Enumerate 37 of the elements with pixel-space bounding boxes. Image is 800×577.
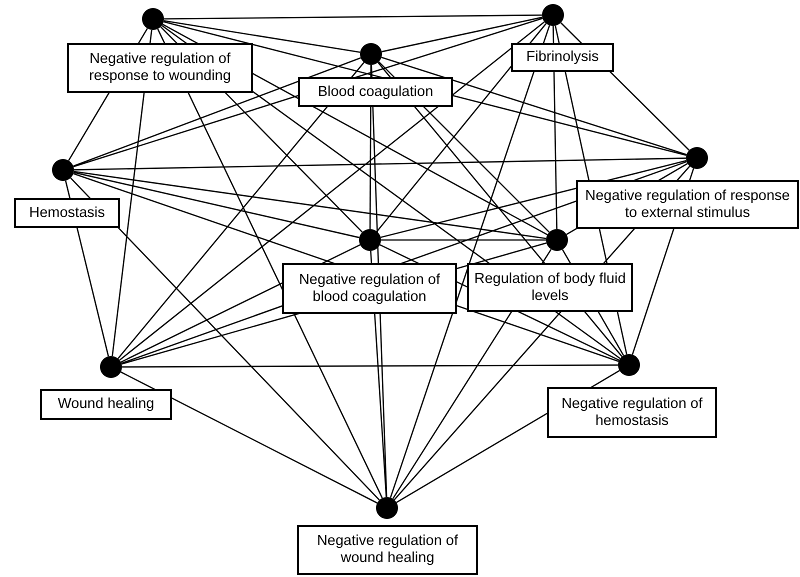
node-label: Negative regulation of hemostasis: [547, 387, 717, 438]
connector-line: [119, 21, 545, 361]
node-label: Blood coagulation: [298, 77, 453, 107]
node-dot: [546, 229, 568, 251]
connector-line: [120, 371, 378, 504]
connector-line: [380, 160, 686, 238]
connector-line: [70, 178, 380, 500]
connector-line: [122, 364, 618, 368]
node-label: Regulation of body fluid levels: [467, 263, 633, 312]
node-dot: [360, 43, 382, 65]
connector-line: [164, 14, 542, 20]
node-label: Negative regulation of response to wounding: [67, 43, 253, 93]
connector-line: [381, 56, 687, 156]
node-dot: [618, 354, 640, 376]
node-label: Hemostasis: [14, 198, 120, 228]
node-label: Negative regulation of wound healing: [297, 525, 478, 575]
connector-line: [381, 239, 546, 241]
node-label: Fibrinolysis: [511, 43, 614, 72]
node-label: Negative regulation of blood coagulation: [282, 263, 457, 314]
connector-line: [74, 172, 360, 238]
connector-line: [74, 170, 546, 240]
node-dot: [100, 356, 122, 378]
connector-line: [382, 16, 542, 52]
node-label: Negative regulation of response to external stimulus: [576, 180, 799, 229]
connector-line: [73, 57, 361, 167]
connector-line: [118, 62, 364, 359]
node-dot: [542, 4, 564, 26]
node-dot: [686, 147, 708, 169]
connector-line: [164, 20, 360, 53]
node-dot: [359, 229, 381, 251]
node-dot: [376, 497, 398, 519]
connector-line: [74, 158, 686, 170]
connector-line: [390, 25, 550, 498]
connector-line: [376, 23, 547, 232]
node-dot: [52, 159, 74, 181]
node-dot: [142, 8, 164, 30]
node-label: Wound healing: [40, 389, 172, 420]
